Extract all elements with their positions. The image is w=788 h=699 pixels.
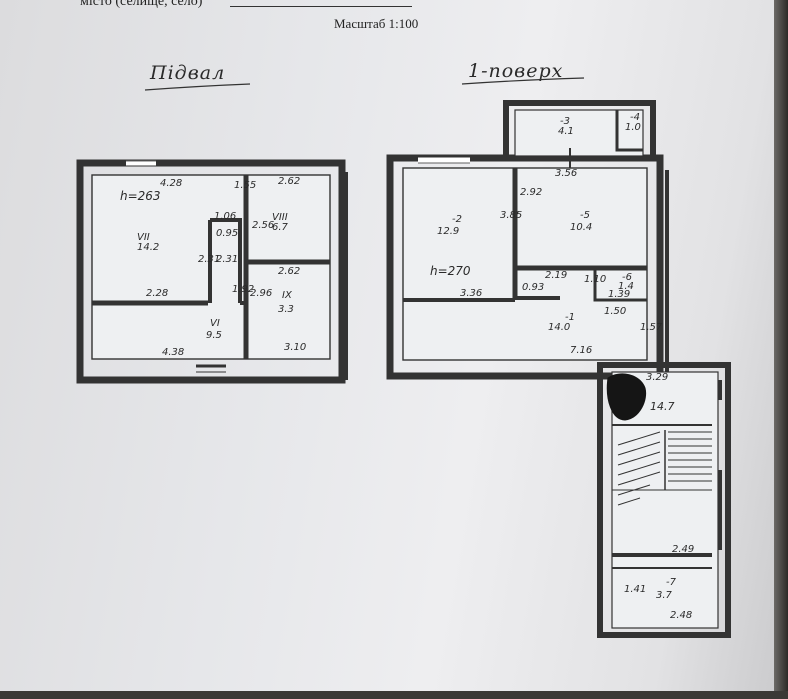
dim-f11: 7.16 <box>570 345 592 356</box>
dim-f13: 2.49 <box>672 544 694 555</box>
floor1-plan <box>386 100 669 380</box>
dim-b3: 1.55 <box>234 180 256 191</box>
dim-b6: 0.95 <box>216 228 238 239</box>
room-1-area: 14.0 <box>548 322 570 333</box>
room-vii-number: VII <box>137 232 150 243</box>
background-edge-bottom <box>0 691 788 699</box>
room-1-number: -1 <box>565 312 575 323</box>
room-6-area: 1.4 <box>618 281 634 292</box>
dim-b4: 2.56 <box>252 220 274 231</box>
room-3-number: -3 <box>560 116 570 127</box>
dim-f15: 1.41 <box>624 584 646 595</box>
dim-f4: 2.19 <box>545 270 567 281</box>
dim-f3: 2.92 <box>520 187 542 198</box>
dim-b9: 2.28 <box>146 288 168 299</box>
room-ix-number: IX <box>282 290 293 301</box>
dim-b8: 2.31 <box>216 254 238 265</box>
dim-f6: 0.93 <box>522 282 544 293</box>
room-ix-area: 3.3 <box>278 304 294 315</box>
background-edge <box>774 0 788 699</box>
dim-f5: 3.36 <box>460 288 482 299</box>
basement-labels: h=263 VII 14.2 VIII 6.7 IX 3.3 VI 9.5 4.… <box>120 176 306 358</box>
floor1-labels: h=270 -3 4.1 -4 1.0 -2 12.9 -5 10.4 -6 1… <box>430 112 694 621</box>
room-6-number: -6 <box>622 272 632 283</box>
floor1-title: 1-поверх <box>468 60 564 82</box>
ink-scribble <box>606 373 647 421</box>
city-label: місто (селище, село) <box>80 0 203 9</box>
floor1-height: h=270 <box>430 264 471 278</box>
room-vi-number: VI <box>210 318 220 329</box>
city-fill-line <box>230 6 412 7</box>
dim-f9: 1.50 <box>604 306 626 317</box>
basement-title: Підвал <box>150 62 226 84</box>
dim-f12: 3.29 <box>646 372 668 383</box>
dim-f2: 3.85 <box>500 210 522 221</box>
dim-b5: 1.06 <box>214 211 236 222</box>
room-4-number: -4 <box>630 112 640 123</box>
floor1-title-underline <box>461 77 585 85</box>
dim-b1: 4.28 <box>160 178 182 189</box>
basement-title-underline <box>144 83 251 91</box>
room-viii-number: VIII <box>272 212 288 223</box>
room-viii-area: 6.7 <box>272 222 289 233</box>
stair-treads <box>617 431 712 506</box>
room-3-area: 4.1 <box>558 126 574 137</box>
basement-height: h=263 <box>120 189 161 203</box>
room-5-number: -5 <box>580 210 590 221</box>
dim-f10: 1.57 <box>640 322 663 333</box>
room-vii-area: 14.2 <box>137 242 159 253</box>
dim-f14: 2.48 <box>670 610 692 621</box>
scale-label: Масштаб 1:100 <box>334 16 419 31</box>
room-7-number: -7 <box>666 577 677 588</box>
dim-b10: 2.62 <box>278 266 300 277</box>
dim-b14: 3.10 <box>284 342 306 353</box>
dim-b12: 2.96 <box>250 288 272 299</box>
room-7-area: 3.7 <box>656 590 673 601</box>
dim-b2: 2.62 <box>278 176 300 187</box>
dim-b7: 2.31 <box>198 254 220 265</box>
basement-plan <box>76 159 348 384</box>
dim-f1: 3.56 <box>555 168 577 179</box>
room-stair-area: 14.7 <box>650 400 675 413</box>
room-4-area: 1.0 <box>625 122 641 133</box>
room-5-area: 10.4 <box>570 222 592 233</box>
dim-b13: 4.38 <box>162 347 184 358</box>
room-2-number: -2 <box>452 214 462 225</box>
dim-f8: 1.39 <box>608 289 630 300</box>
room-2-area: 12.9 <box>437 226 459 237</box>
room-vi-area: 9.5 <box>206 330 222 341</box>
dim-f7: 1.10 <box>584 274 606 285</box>
dim-b11: 1.92 <box>232 284 254 295</box>
